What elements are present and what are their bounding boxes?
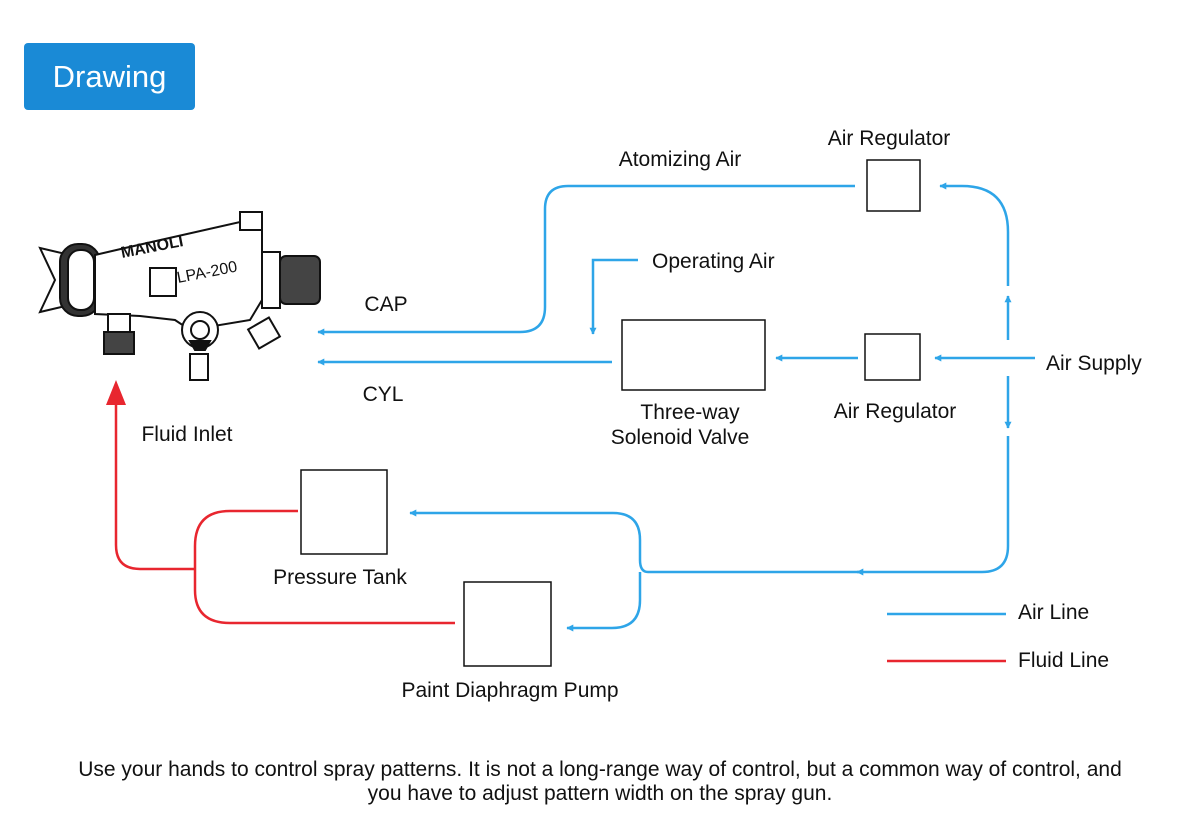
fluid-inlet-arrowhead [106,380,126,405]
pressure-tank-label: Pressure Tank [273,566,407,589]
cyl-label: CYL [363,383,404,406]
spray-gun-illustration [38,211,321,381]
pressure-tank-air-line [409,509,649,574]
atomizing-air-label: Atomizing Air [619,148,742,171]
footer-note: Use your hands to control spray patterns… [78,758,1122,805]
section-title-badge: Drawing [24,43,195,110]
air-supply-label: Air Supply [1046,352,1142,375]
legend-air-label: Air Line [1018,601,1089,624]
operating-air-label: Operating Air [652,250,775,273]
fluid-inlet-label: Fluid Inlet [141,423,232,446]
pump-label: Paint Diaphragm Pump [401,679,618,702]
pump-air-line [566,572,642,632]
solenoid-valve-box [621,319,766,391]
section-title: Drawing [52,58,167,94]
air-regulator-mid-box [864,333,921,381]
operating-air-line [589,258,638,335]
supply-to-pumps-line [856,436,1010,576]
air-regulator-top-box [866,159,921,212]
solenoid-label-line1: Three-way [640,401,740,424]
legend-fluid-label: Fluid Line [1018,649,1109,672]
fluid-inlet-line [114,400,195,571]
atomizing-air-line [317,184,855,336]
air-regulator-top-label: Air Regulator [828,127,951,150]
cap-label: CAP [364,293,407,316]
pressure-tank-box [300,469,388,555]
supply-to-top-regulator-line [939,182,1010,286]
pump-box [463,581,552,667]
solenoid-label-line2: Solenoid Valve [611,426,750,449]
air-regulator-mid-label: Air Regulator [834,400,957,423]
